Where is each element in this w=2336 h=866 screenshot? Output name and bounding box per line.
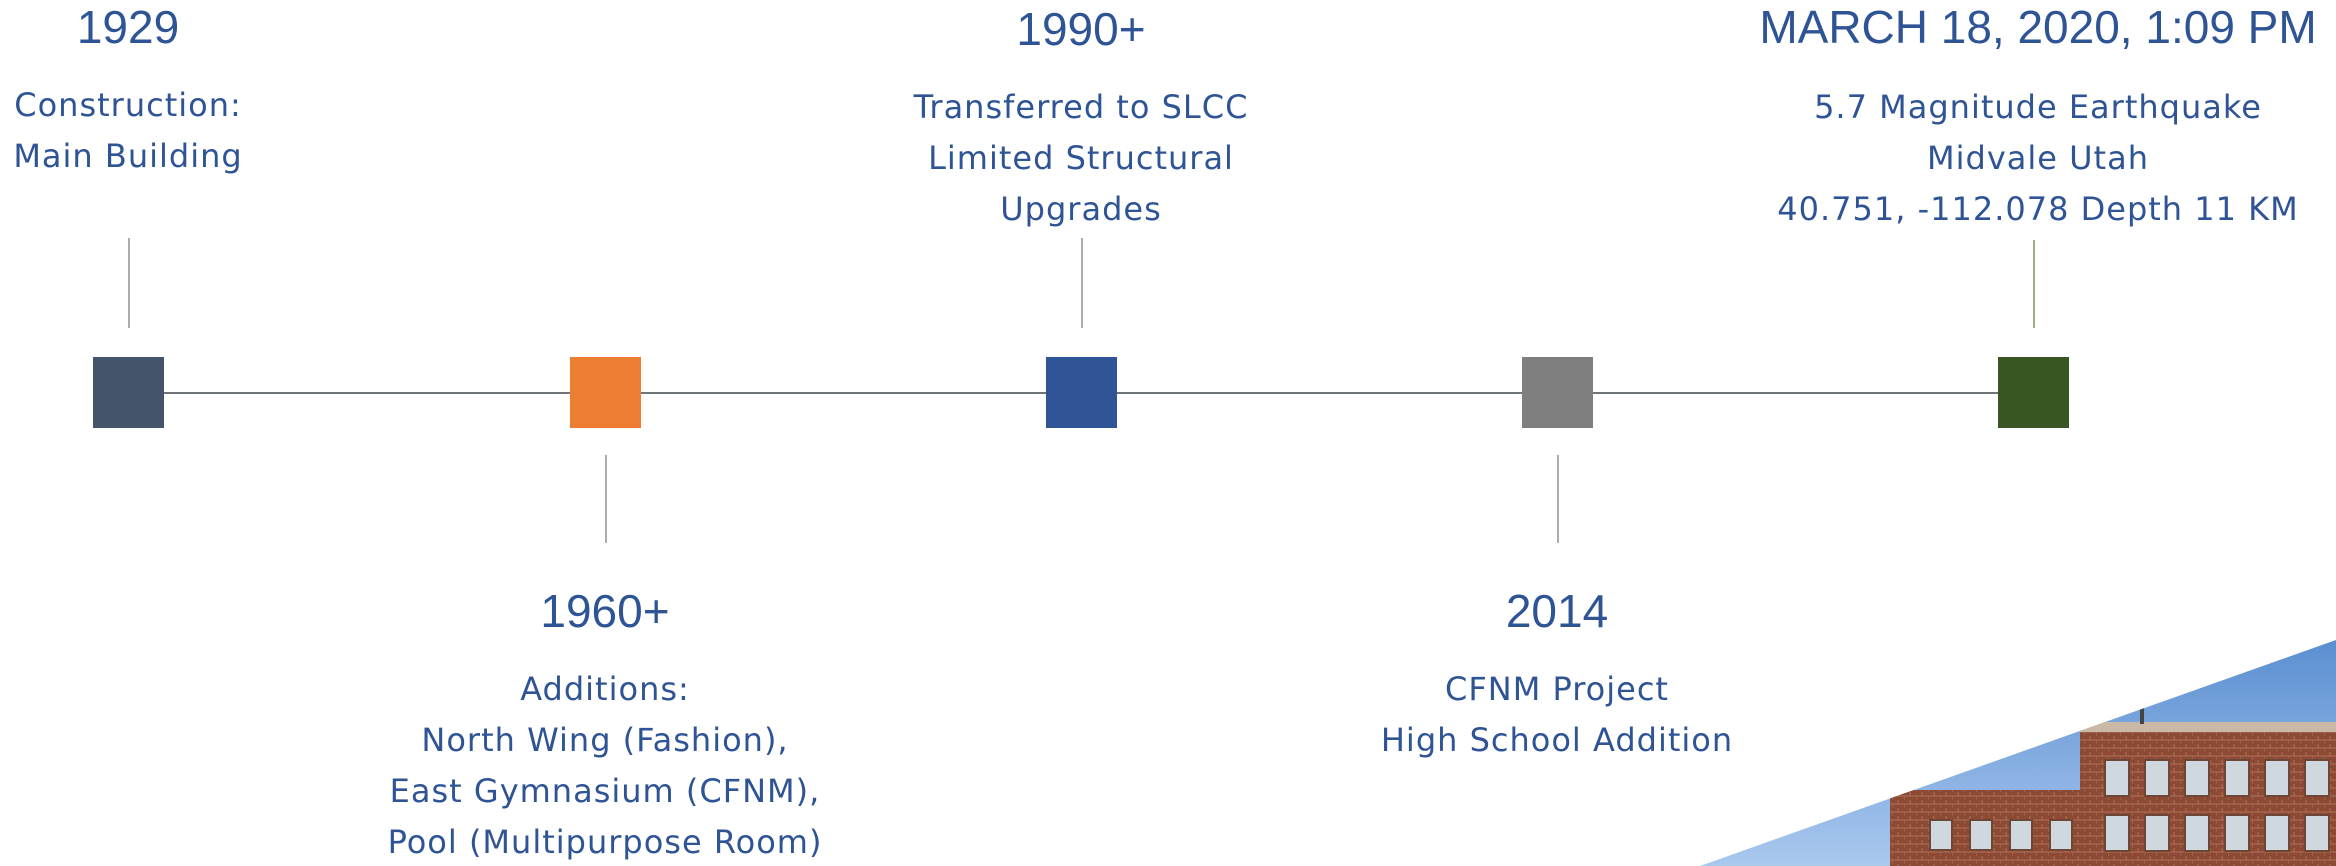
event-description-line: North Wing (Fashion), xyxy=(421,721,789,759)
event-description-line: High School Addition xyxy=(1380,721,1734,759)
event-description-line: Upgrades xyxy=(1000,190,1162,228)
event-2020: MARCH 18, 2020, 1:09 PM 5.7 Magnitude Ea… xyxy=(1740,0,2336,235)
marker-2020 xyxy=(1998,357,2069,428)
event-description-line: 5.7 Magnitude Earthquake xyxy=(1814,88,2262,126)
event-description-line: Limited Structural xyxy=(928,139,1234,177)
event-year: 1990+ xyxy=(1016,3,1146,55)
event-description-line: 40.751, -112.078 Depth 11 KM xyxy=(1777,190,2299,228)
event-2014: 2014 CFNM Project High School Addition xyxy=(1337,584,1777,766)
connector-2014 xyxy=(1557,455,1559,543)
event-year: 1929 xyxy=(76,1,180,53)
connector-1960 xyxy=(605,455,607,543)
event-1960: 1960+ Additions: North Wing (Fashion), E… xyxy=(335,584,875,866)
marker-1929 xyxy=(93,357,164,428)
event-1990: 1990+ Transferred to SLCC Limited Struct… xyxy=(881,2,1281,235)
connector-1990 xyxy=(1081,238,1083,328)
event-description-line: CFNM Project xyxy=(1445,670,1669,708)
marker-1960 xyxy=(570,357,641,428)
event-description-line: Additions: xyxy=(520,670,690,708)
event-description-line: Pool (Multipurpose Room) xyxy=(387,823,823,861)
event-1929: 1929 Construction: Main Building xyxy=(0,0,256,182)
event-year: 2014 xyxy=(1505,585,1609,637)
event-description-line: Construction: xyxy=(14,86,242,124)
marker-1990 xyxy=(1046,357,1117,428)
marker-2014 xyxy=(1522,357,1593,428)
event-year: 1960+ xyxy=(540,585,670,637)
event-description-line: East Gymnasium (CFNM), xyxy=(389,772,821,810)
event-year: MARCH 18, 2020, 1:09 PM xyxy=(1759,1,2317,53)
event-description-line: Transferred to SLCC xyxy=(913,88,1249,126)
connector-2020 xyxy=(2033,240,2035,328)
event-description-line: Midvale Utah xyxy=(1927,139,2149,177)
school-building-photo xyxy=(1700,640,2336,866)
connector-1929 xyxy=(128,238,130,328)
event-description-line: Main Building xyxy=(13,137,243,175)
